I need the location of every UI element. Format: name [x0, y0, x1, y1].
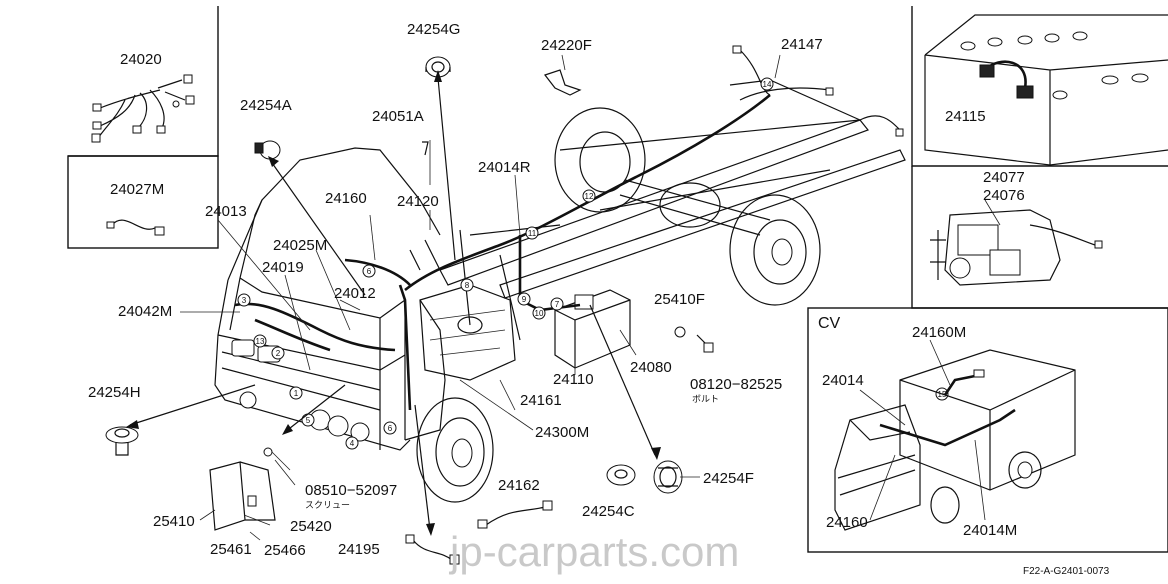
label-25420: 25420: [290, 518, 332, 535]
label-24162: 24162: [498, 477, 540, 494]
label-24120: 24120: [397, 193, 439, 210]
harness-24020-inset: [91, 74, 195, 143]
label-25466: 25466: [264, 542, 306, 559]
grommet-24254A: [254, 140, 281, 160]
note-bolt: ボルト: [692, 394, 719, 405]
label-24160: 24160: [325, 190, 367, 207]
label-24110: 24110: [553, 371, 594, 388]
transmission-harness-inset: [930, 199, 1103, 286]
watermark: jp-carparts.com: [448, 528, 739, 575]
label-25461: 25461: [210, 541, 252, 558]
label-24025M: 24025M: [273, 237, 327, 254]
callout-5: 5: [301, 413, 315, 427]
svg-text:8: 8: [465, 281, 470, 290]
harness-24162: [477, 500, 553, 529]
callout-6a: 6: [362, 264, 376, 278]
callouts: 1 2 3 4 5 6 6 7 8 9 10 11 12 13 14 15: [237, 77, 949, 450]
label-25410: 25410: [153, 513, 195, 530]
label-08120-82525: 08120−82525: [690, 376, 782, 393]
callout-13: 13: [253, 334, 267, 348]
clip-24051A: [422, 141, 429, 156]
bolt-08120-82525: [696, 334, 714, 353]
harness-24195: [405, 534, 460, 565]
callout-1: 1: [289, 386, 303, 400]
relay-box-25410: [209, 447, 291, 531]
label-24220F: 24220F: [541, 37, 592, 54]
grommet-24254H: [105, 426, 139, 456]
svg-text:10: 10: [535, 309, 544, 318]
callout-2: 2: [271, 346, 285, 360]
label-24027M: 24027M: [110, 181, 164, 198]
grommet-25410F: [674, 326, 686, 338]
svg-text:1: 1: [294, 389, 299, 398]
battery-box: [554, 289, 631, 369]
label-25410F: 25410F: [654, 291, 705, 308]
svg-text:14: 14: [763, 80, 772, 89]
label-24076: 24076: [983, 187, 1025, 204]
label-24147: 24147: [781, 36, 823, 53]
label-24077: 24077: [983, 169, 1025, 186]
bracket-24220F: [544, 69, 582, 96]
label-24020: 24020: [120, 51, 162, 68]
label-24019: 24019: [262, 259, 304, 276]
svg-text:12: 12: [585, 192, 594, 201]
label-24051A: 24051A: [372, 108, 424, 125]
part-labels: 24020 24027M 24254A 24051A 24254G 24220F…: [88, 21, 1025, 559]
svg-text:13: 13: [256, 337, 265, 346]
label-24195: 24195: [338, 541, 380, 558]
callout-12: 12: [582, 189, 596, 203]
label-cv-24160: 24160: [826, 514, 868, 531]
grommet-24254C: [606, 464, 636, 486]
label-24013: 24013: [205, 203, 247, 220]
label-24254H: 24254H: [88, 384, 141, 401]
label-24161: 24161: [520, 392, 562, 409]
label-24300M: 24300M: [535, 424, 589, 441]
note-screw: スクリュー: [305, 500, 350, 511]
grommet-24254F: [653, 460, 683, 494]
label-24014R: 24014R: [478, 159, 531, 176]
callout-4: 4: [345, 436, 359, 450]
svg-text:11: 11: [528, 229, 537, 238]
label-24012: 24012: [334, 285, 376, 302]
front-wheel: [416, 397, 494, 503]
svg-text:5: 5: [306, 416, 311, 425]
callout-8: 8: [460, 278, 474, 292]
label-24254F: 24254F: [703, 470, 754, 487]
label-24254C: 24254C: [582, 503, 635, 520]
svg-text:3: 3: [242, 296, 247, 305]
rear-axle: [554, 107, 821, 306]
callout-10: 10: [532, 306, 546, 320]
label-24115: 24115: [945, 108, 986, 125]
svg-text:7: 7: [555, 300, 560, 309]
label-08510-52097: 08510−52097: [305, 482, 397, 499]
svg-text:6: 6: [388, 424, 393, 433]
label-cv-24014: 24014: [822, 372, 864, 389]
callout-7: 7: [550, 297, 564, 311]
callout-3: 3: [237, 293, 251, 307]
label-cv-24160M: 24160M: [912, 324, 966, 341]
svg-text:4: 4: [350, 439, 355, 448]
label-24254G: 24254G: [407, 21, 460, 38]
diagram-code: F22-A-G2401-0073: [1023, 566, 1110, 577]
callout-11: 11: [525, 226, 539, 240]
cv-inset-truck: [834, 339, 1076, 531]
label-24254A: 24254A: [240, 97, 292, 114]
label-cv-section: CV: [818, 315, 841, 332]
battery-24115-inset: [924, 14, 1168, 166]
label-24042M: 24042M: [118, 303, 172, 320]
pointer-arrows: [126, 70, 661, 536]
label-24080: 24080: [630, 359, 672, 376]
inset-frames: [67, 6, 1168, 553]
svg-text:2: 2: [276, 349, 281, 358]
callout-14: 14: [760, 77, 774, 91]
svg-text:9: 9: [522, 295, 527, 304]
label-cv-24014M: 24014M: [963, 522, 1017, 539]
callout-9: 9: [517, 292, 531, 306]
svg-text:6: 6: [367, 267, 372, 276]
main-harness: [234, 45, 904, 411]
leader-lines: [180, 54, 781, 541]
callout-6b: 6: [383, 421, 397, 435]
harness-24027M-inset: [106, 219, 165, 236]
